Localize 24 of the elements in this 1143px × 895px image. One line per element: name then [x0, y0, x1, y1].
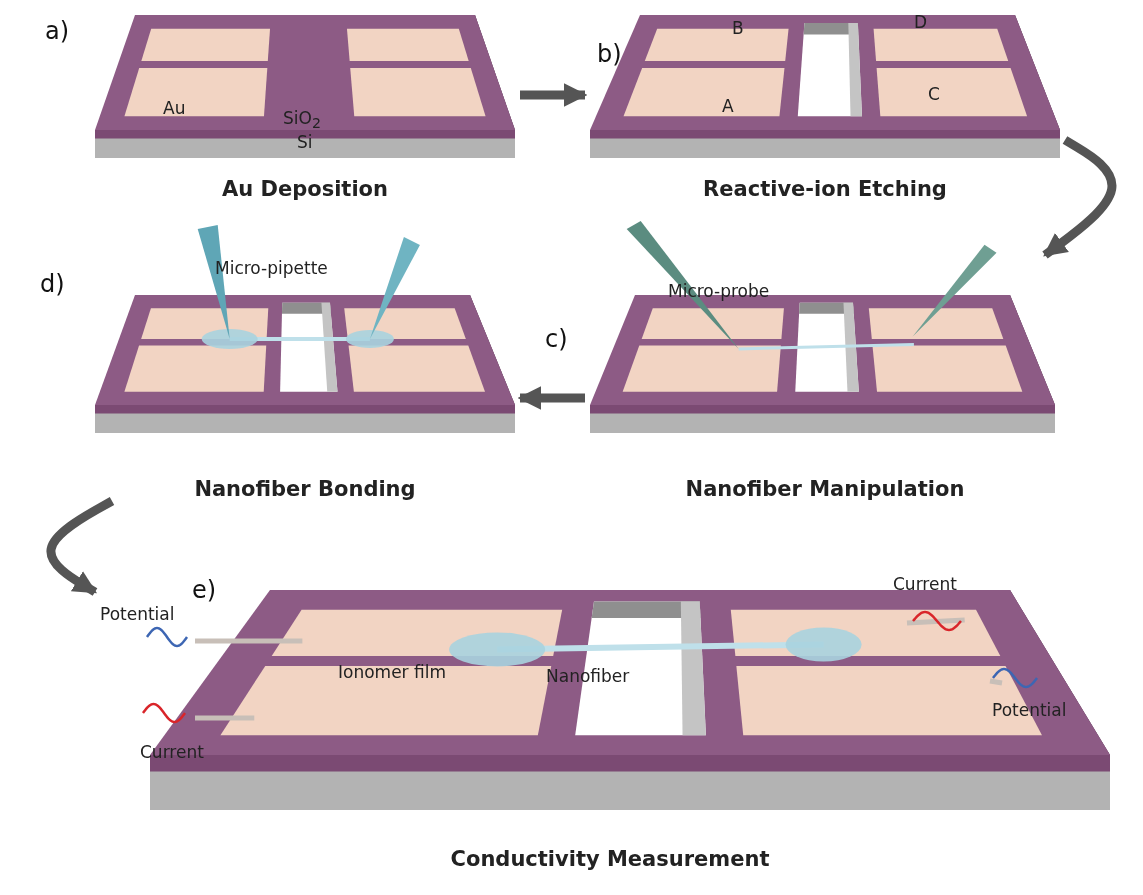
part-label: Si — [297, 132, 313, 152]
part-label: Potential — [992, 700, 1067, 720]
step-caption: Reactive-ion Etching — [702, 177, 948, 201]
part-label: A — [722, 96, 734, 116]
panel-letter: e) — [192, 576, 217, 604]
arrow — [46, 497, 115, 596]
step-caption: Nanofiber Manipulation — [684, 477, 966, 501]
step-caption: Au Deposition — [221, 177, 389, 201]
part-label: C — [928, 84, 940, 104]
part-label: Ionomer film — [338, 662, 446, 682]
panel-letter: d) — [40, 270, 65, 298]
panel-letter: c) — [545, 325, 568, 353]
panel-letter: b) — [597, 40, 622, 68]
arrow — [520, 83, 588, 107]
step-caption: Conductivity Measurement — [449, 847, 771, 871]
part-label: Current — [893, 574, 957, 594]
part-label: D — [914, 12, 928, 32]
part-label: SiO$_{2}$ — [283, 108, 321, 132]
part-label: Au — [163, 98, 186, 118]
arrow — [517, 386, 585, 410]
panel-letter: a) — [45, 17, 70, 45]
step-caption: Nanofiber Bonding — [193, 477, 417, 501]
part-label: Potential — [100, 604, 175, 624]
arrow — [1042, 136, 1117, 259]
